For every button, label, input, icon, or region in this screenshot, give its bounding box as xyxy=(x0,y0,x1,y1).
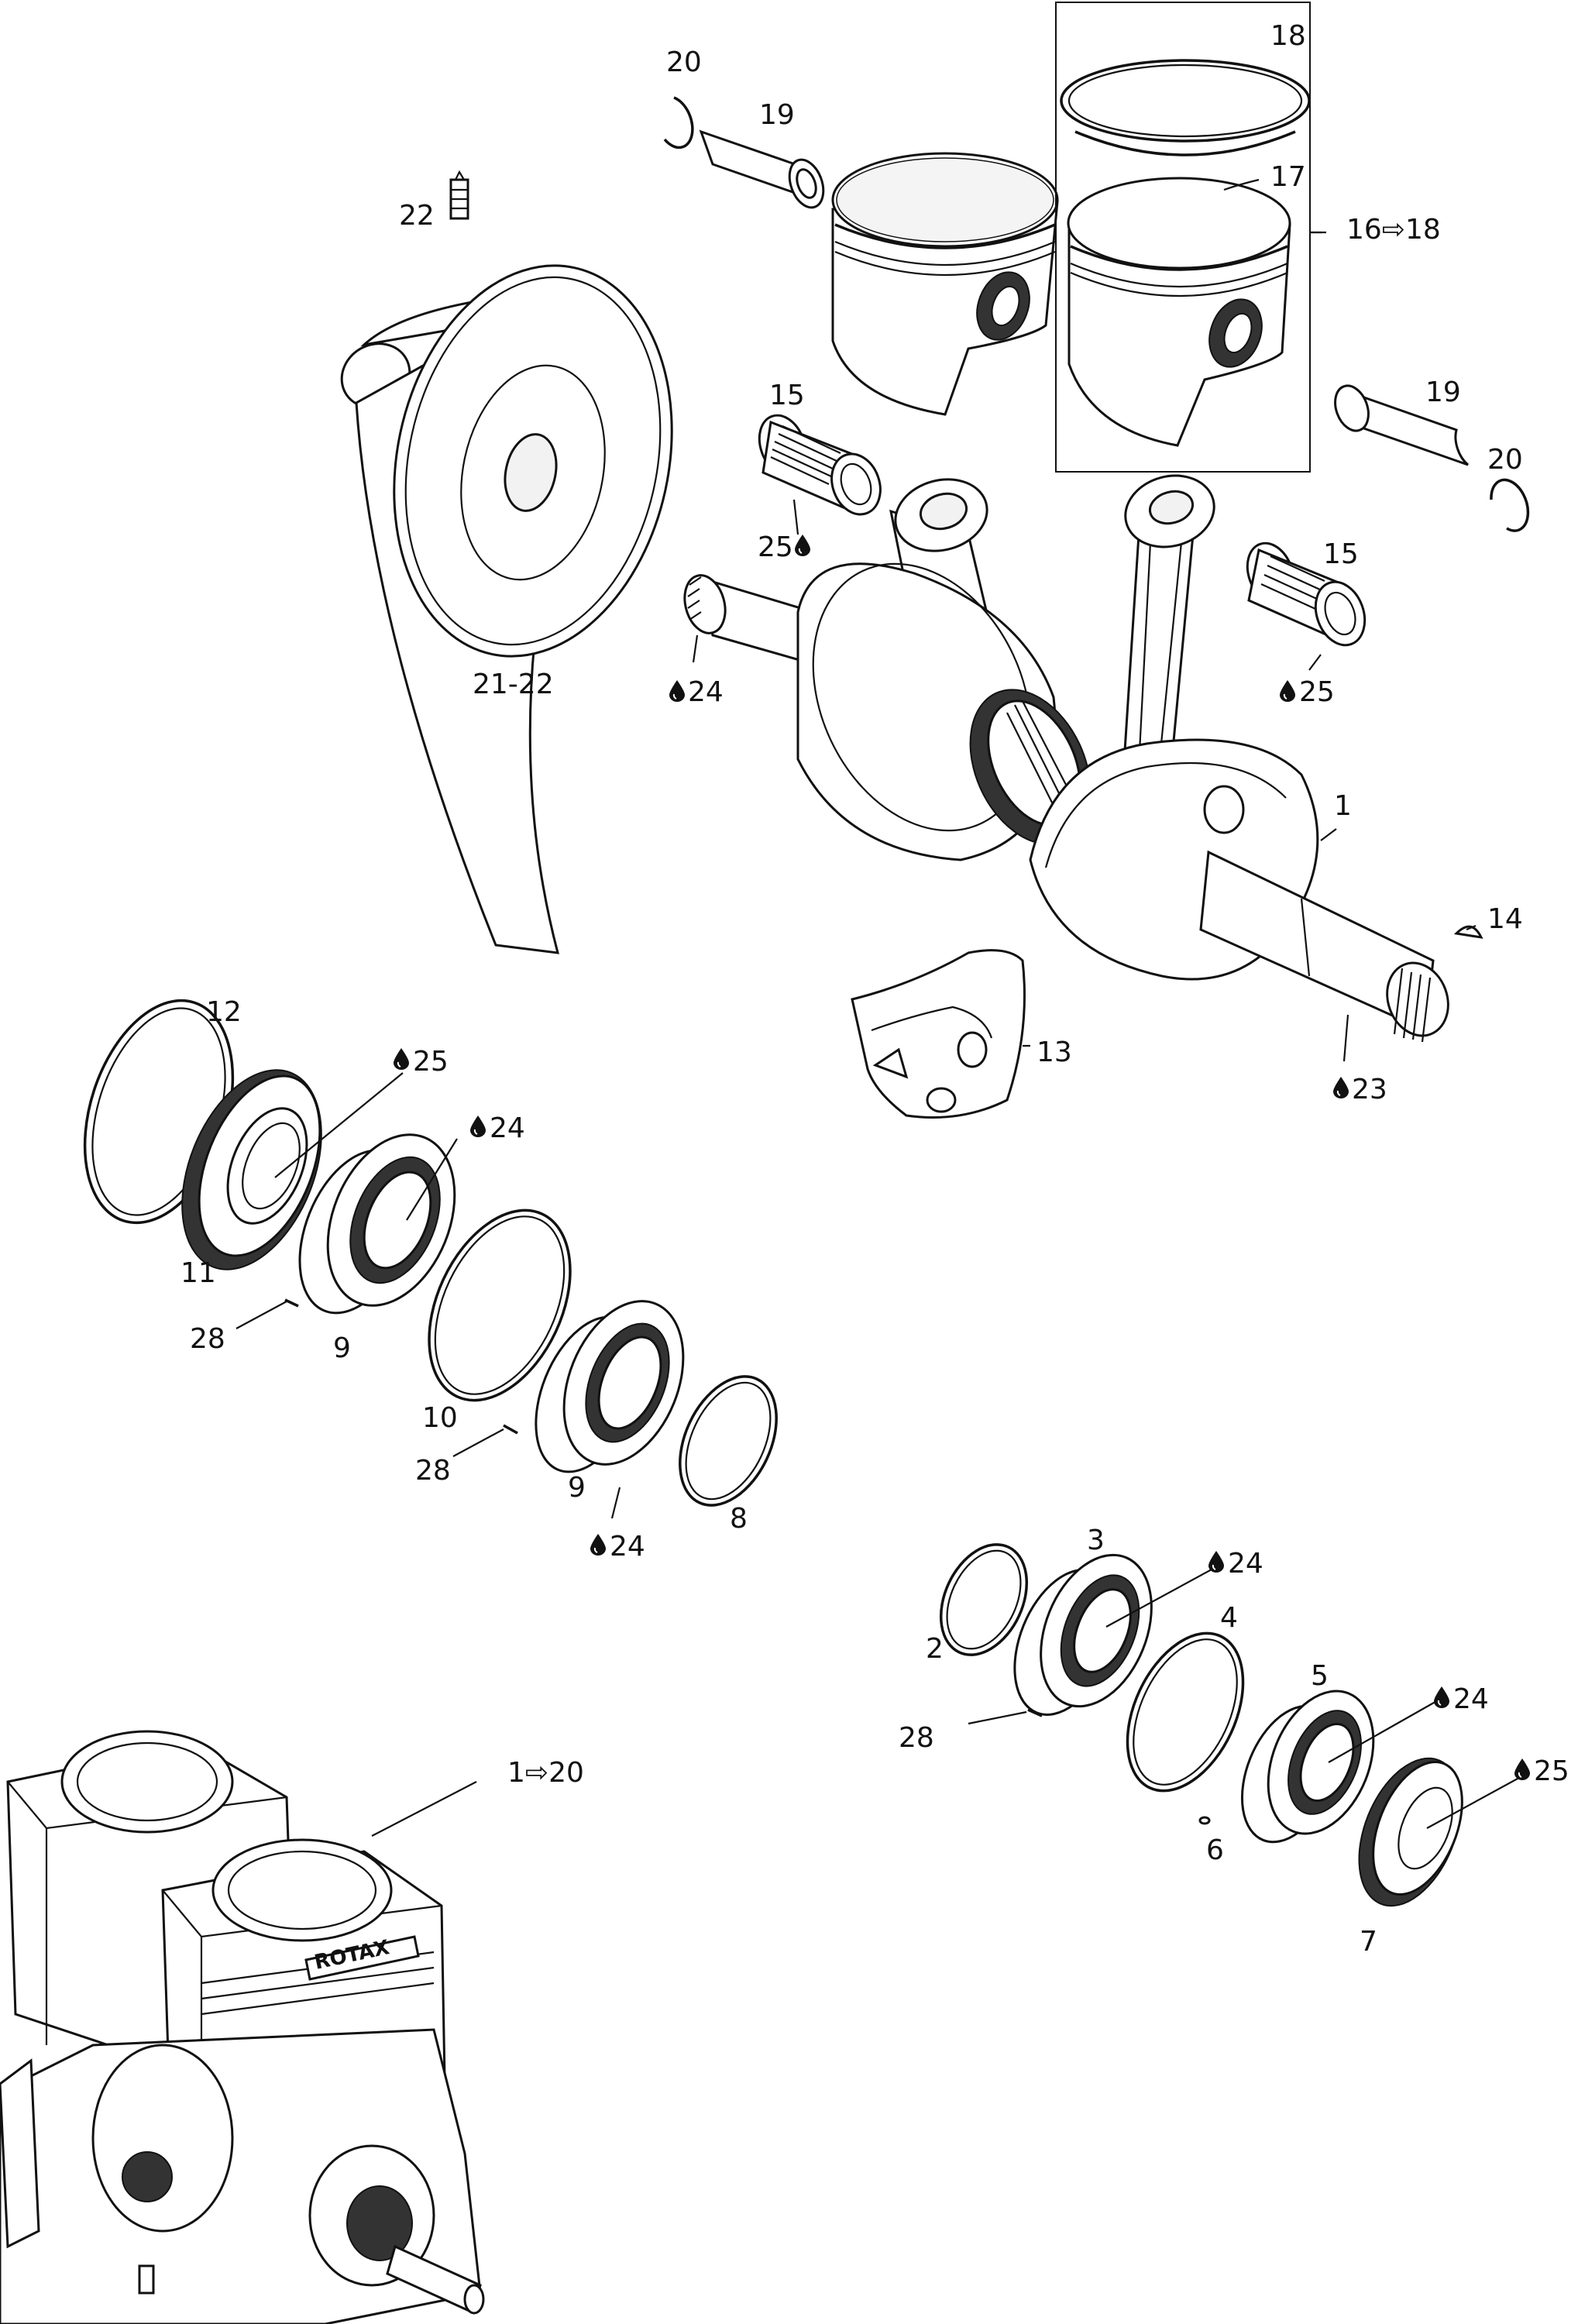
callout-12: 12 xyxy=(206,996,242,1028)
oil-drop-icon xyxy=(394,1048,409,1070)
callout-16-18: 16⇨18 xyxy=(1346,214,1441,246)
shim-ring-2 xyxy=(939,1543,1029,1656)
callout-20: 20 xyxy=(666,46,702,78)
piston-pin-left xyxy=(699,129,825,209)
oil-drop-icon xyxy=(669,680,685,702)
callout-labels: 20 19 18 17 16⇨18 22 19 20 15 25 15 24 2… xyxy=(180,20,1569,1975)
callout-18: 18 xyxy=(1270,20,1306,52)
shim-ring-8 xyxy=(679,1375,778,1507)
ball-bearing-9-upper xyxy=(298,1133,456,1315)
callout-24: 24 xyxy=(490,1112,525,1144)
bearing-half-clip xyxy=(851,949,1026,1119)
callout-24: 24 xyxy=(1453,1683,1489,1715)
ball-bearing-5 xyxy=(1240,1690,1375,1844)
callout-7: 7 xyxy=(1360,1926,1377,1958)
needle-bearing-left xyxy=(758,414,882,516)
crankshaft-assembly xyxy=(683,474,1449,1043)
piston-pin-right xyxy=(1334,384,1469,466)
ball-bearing-9-lower xyxy=(535,1300,685,1473)
callout-22: 22 xyxy=(399,200,435,232)
oil-seal-7 xyxy=(1358,1757,1463,1907)
callout-21-22: 21-22 xyxy=(473,669,554,700)
callout-3: 3 xyxy=(1087,1525,1105,1556)
callout-28: 28 xyxy=(415,1455,451,1487)
oil-seal-11 xyxy=(181,1069,322,1270)
leader-lines xyxy=(235,178,1527,1837)
oil-drop-icon xyxy=(1208,1551,1224,1573)
callout-14: 14 xyxy=(1487,903,1523,935)
callout-28: 28 xyxy=(190,1323,225,1355)
engine-assembly xyxy=(0,1730,485,2324)
callout-4: 4 xyxy=(1220,1602,1238,1634)
oil-drop-icon xyxy=(590,1534,606,1556)
oil-drop-icon xyxy=(795,535,810,556)
callout-19: 19 xyxy=(759,99,795,131)
callout-24: 24 xyxy=(688,676,724,708)
ring-10 xyxy=(428,1208,572,1402)
piston-right xyxy=(1067,177,1291,447)
callout-25: 25 xyxy=(1299,676,1335,708)
callout-2: 2 xyxy=(926,1633,944,1665)
roller-bearing-3 xyxy=(1013,1553,1153,1716)
callout-25: 25 xyxy=(758,531,793,563)
dowel-pin-6 xyxy=(1198,1816,1211,1825)
dowel-pin-28-lower xyxy=(503,1424,518,1435)
callout-25: 25 xyxy=(413,1046,449,1078)
callout-6: 6 xyxy=(1206,1834,1224,1866)
oil-drop-icon xyxy=(1280,680,1295,702)
flywheel xyxy=(340,264,673,954)
ring-4 xyxy=(1126,1631,1245,1793)
callout-28: 28 xyxy=(899,1722,934,1754)
grease-fitting xyxy=(449,170,469,220)
callout-23: 23 xyxy=(1352,1074,1387,1105)
callout-10: 10 xyxy=(422,1402,458,1434)
callout-8: 8 xyxy=(730,1503,748,1535)
callout-11: 11 xyxy=(180,1257,216,1289)
callout-15: 15 xyxy=(1323,538,1359,570)
circlip-left xyxy=(663,96,694,150)
needle-bearing-right xyxy=(1246,541,1367,647)
callout-9: 9 xyxy=(568,1472,586,1504)
oil-drop-icon xyxy=(470,1116,486,1137)
callout-5: 5 xyxy=(1311,1660,1329,1692)
callout-24: 24 xyxy=(610,1531,645,1563)
oil-drop-icon xyxy=(1434,1686,1449,1708)
dowel-pin-28-right xyxy=(1027,1708,1043,1717)
callout-20: 20 xyxy=(1487,444,1523,476)
callout-24: 24 xyxy=(1228,1548,1263,1580)
dowel-pin-28-upper xyxy=(284,1298,299,1308)
callout-9: 9 xyxy=(333,1332,351,1364)
callout-17: 17 xyxy=(1270,161,1306,193)
callout-1-20: 1⇨20 xyxy=(507,1757,584,1789)
circlip-right xyxy=(1490,478,1530,532)
callout-19: 19 xyxy=(1425,376,1461,408)
callout-1: 1 xyxy=(1334,790,1352,822)
callout-13: 13 xyxy=(1037,1037,1072,1068)
piston-ring xyxy=(1060,59,1311,156)
callout-15: 15 xyxy=(769,380,805,411)
oil-drop-icon xyxy=(1333,1077,1349,1098)
oil-drop-icon xyxy=(1514,1758,1530,1780)
piston-left xyxy=(831,152,1059,416)
callout-25: 25 xyxy=(1534,1755,1569,1787)
